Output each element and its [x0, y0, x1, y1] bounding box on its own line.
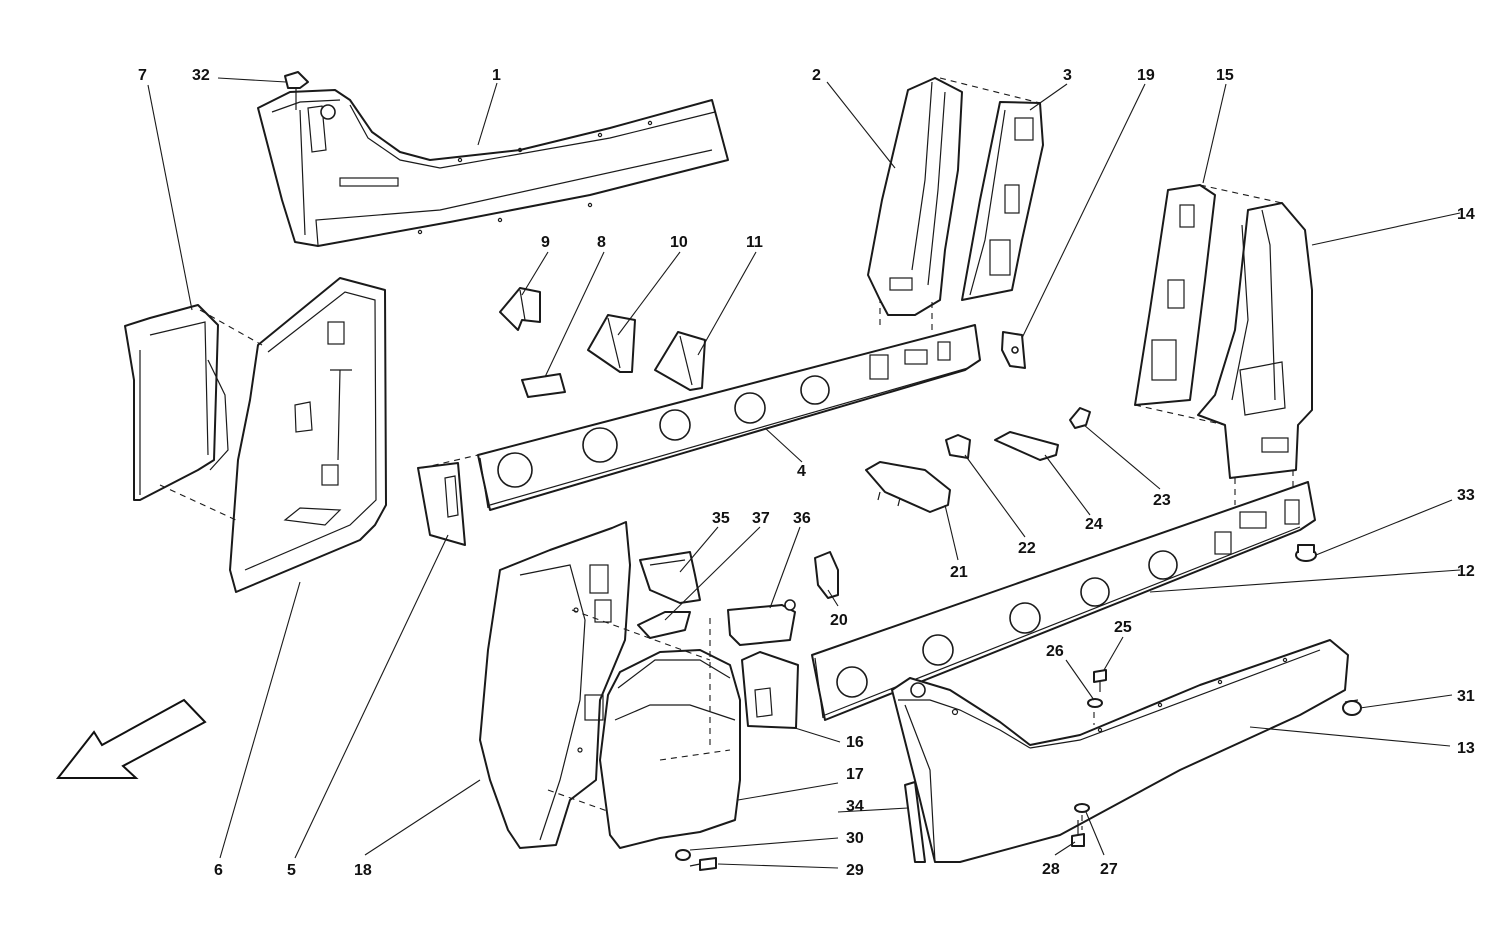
part-24-bracket: [994, 431, 1059, 461]
part-34-strip: [904, 781, 926, 863]
callout-11: 11: [746, 234, 763, 251]
callout-15: 15: [1216, 67, 1234, 84]
part-33-plug: [1295, 544, 1317, 562]
callout-35: 35: [712, 510, 730, 527]
callout-10: 10: [670, 234, 688, 251]
callout-36: 36: [793, 510, 811, 527]
callout-21: 21: [950, 564, 968, 581]
part-23-clip: [1069, 407, 1091, 429]
part-7-inner-panel: [124, 304, 229, 501]
callout-29: 29: [846, 862, 864, 879]
callout-20: 20: [830, 612, 848, 629]
part-19-plate: [1001, 331, 1026, 369]
callout-28: 28: [1042, 861, 1060, 878]
part-36-hinge: [727, 599, 796, 646]
leader-lines: [147, 77, 1461, 869]
callout-6: 6: [214, 862, 223, 879]
part-31-plug: [1342, 699, 1362, 716]
part-8-bracket: [521, 373, 566, 398]
callout-31: 31: [1457, 688, 1475, 705]
part-4-middle-rail: [477, 324, 981, 511]
callout-19: 19: [1137, 67, 1155, 84]
callout-9: 9: [541, 234, 550, 251]
part-10-bracket: [587, 314, 636, 373]
callout-1: 1: [492, 67, 501, 84]
callout-7: 7: [138, 67, 147, 84]
part-20-clip: [814, 551, 839, 599]
callout-13: 13: [1457, 740, 1475, 757]
callout-16: 16: [846, 734, 864, 751]
callout-4: 4: [797, 463, 806, 480]
part-28-screw: [1071, 820, 1085, 847]
callout-3: 3: [1063, 67, 1072, 84]
callout-22: 22: [1018, 540, 1036, 557]
part-9-bracket: [499, 287, 541, 331]
part-17-arch-liner: [577, 649, 741, 849]
callout-17: 17: [846, 766, 864, 783]
part-1-upper-sill: [257, 89, 729, 247]
callout-18: 18: [354, 862, 372, 879]
callout-14: 14: [1457, 206, 1475, 223]
part-11-bracket: [654, 331, 706, 391]
part-35-hinge: [639, 551, 701, 604]
alignment-lines: [159, 77, 1294, 830]
part-29-screw: [689, 857, 717, 871]
callout-2: 2: [812, 67, 821, 84]
callout-30: 30: [846, 830, 864, 847]
callout-33: 33: [1457, 487, 1475, 504]
part-18-wheelhouse-panel: [479, 521, 631, 849]
part-32-clip: [284, 71, 309, 110]
callout-24: 24: [1085, 516, 1103, 533]
callout-8: 8: [597, 234, 606, 251]
part-14-rear-pillar: [1197, 202, 1313, 479]
part-2-b-pillar: [867, 77, 963, 316]
part-6-pillar-panel: [229, 277, 387, 593]
callout-23: 23: [1153, 492, 1171, 509]
callout-37: 37: [752, 510, 770, 527]
part-26-washer: [1087, 698, 1103, 708]
part-5-bracket: [417, 462, 466, 546]
part-25-screw: [1093, 669, 1107, 692]
part-15-rear-inner: [1134, 184, 1216, 406]
arrow-down-left-icon: [55, 698, 207, 779]
part-37-hinge: [637, 611, 691, 639]
part-16-bracket: [741, 651, 799, 729]
part-30-washer: [675, 849, 691, 861]
part-21-bracket: [865, 461, 951, 513]
callout-25: 25: [1114, 619, 1132, 636]
part-12-lower-rail: [811, 481, 1316, 721]
callout-labels: 1 2 3 4 5 6 7 8 9 10 11 12 13 14 15 16 1…: [138, 67, 1475, 879]
part-27-washer: [1074, 803, 1090, 813]
callout-27: 27: [1100, 861, 1118, 878]
part-22-bracket: [945, 434, 971, 459]
callout-32: 32: [192, 67, 210, 84]
callout-34: 34: [846, 798, 864, 815]
callout-12: 12: [1457, 563, 1475, 580]
callout-5: 5: [287, 862, 296, 879]
callout-26: 26: [1046, 643, 1064, 660]
part-3-pillar-inner: [961, 101, 1044, 301]
part-13-outer-sill: [891, 639, 1349, 863]
